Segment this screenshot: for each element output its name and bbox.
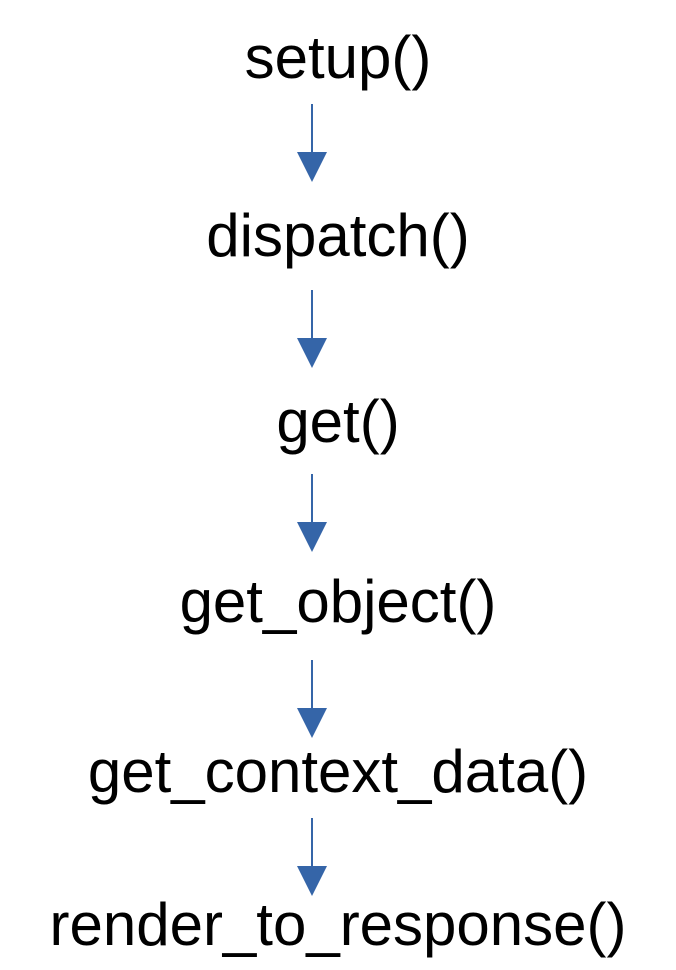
arrow-down-icon <box>296 104 328 184</box>
arrow-down-icon <box>296 818 328 898</box>
arrow-down-icon <box>296 290 328 370</box>
arrow-down-icon <box>296 474 328 554</box>
step-dispatch: dispatch() <box>206 202 470 269</box>
arrow-down-icon <box>296 660 328 740</box>
step-get-context-data: get_context_data() <box>87 738 589 805</box>
step-get: get() <box>276 388 400 455</box>
step-get-object: get_object() <box>179 568 497 635</box>
step-setup: setup() <box>244 24 432 91</box>
step-render-to-response: render_to_response() <box>49 891 627 958</box>
